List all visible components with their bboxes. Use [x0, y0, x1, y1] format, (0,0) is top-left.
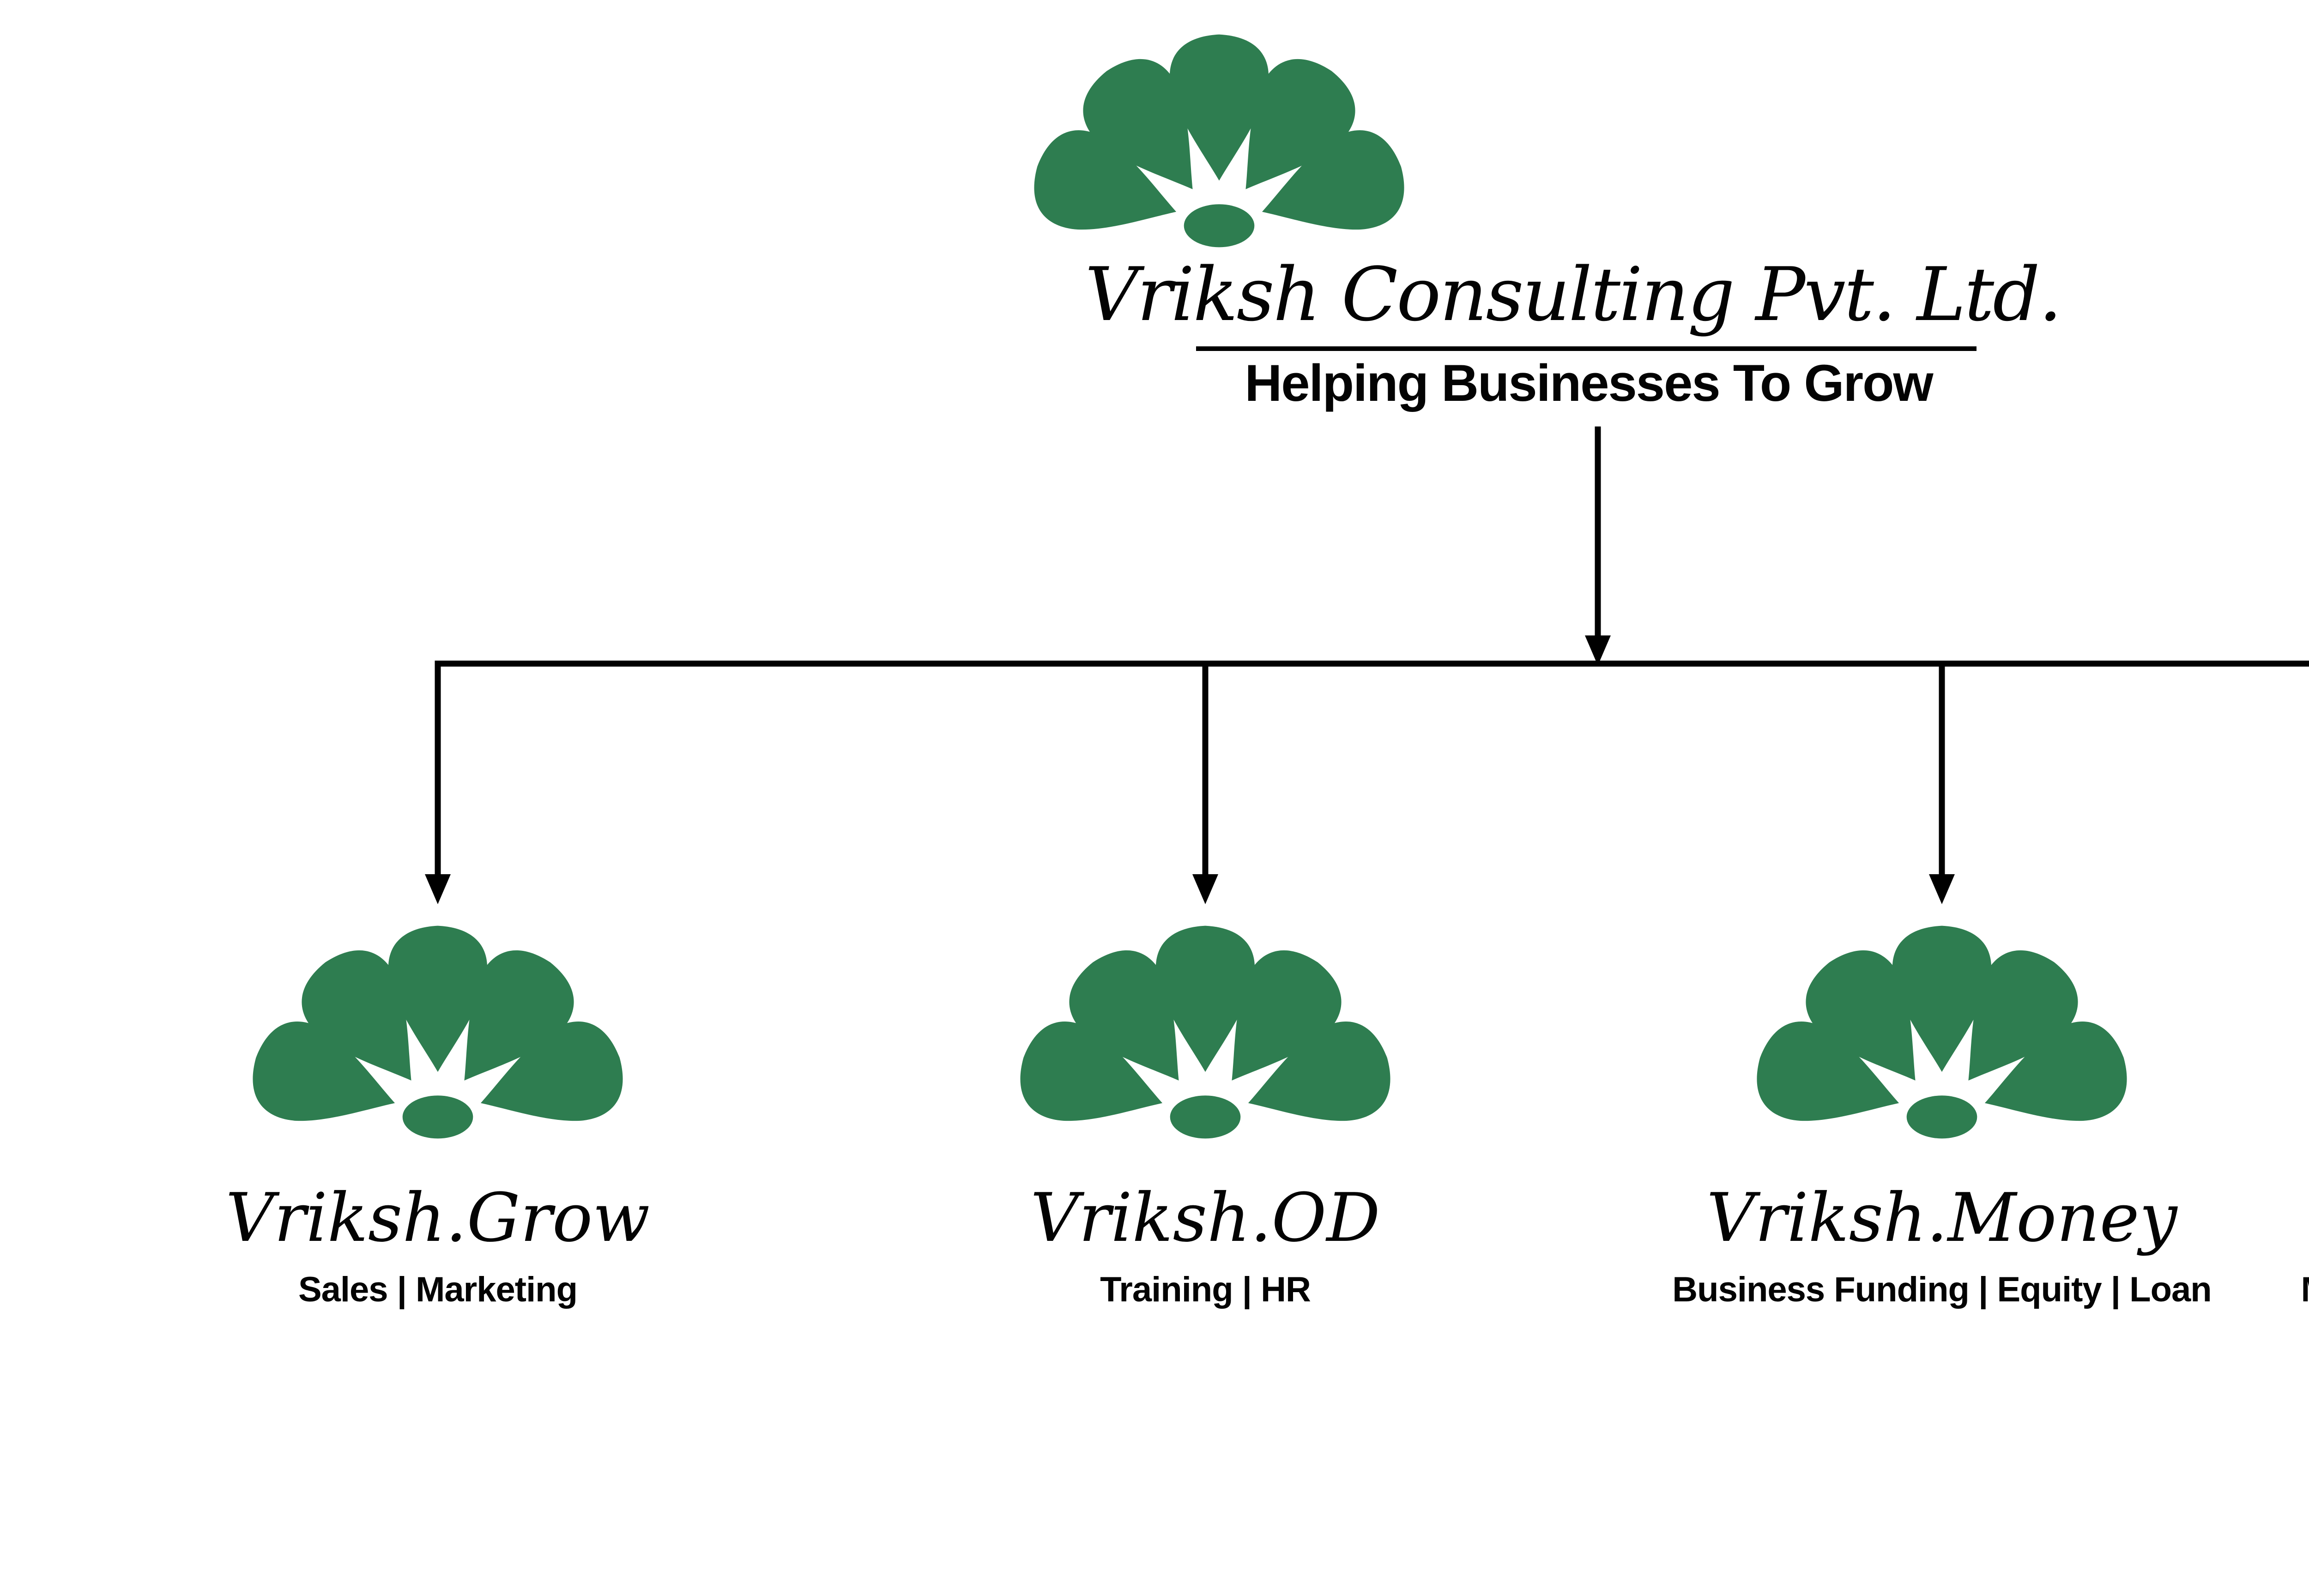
division-name: Vriksh.Grow [225, 1179, 650, 1257]
connector-branch2-arrowhead-icon [1192, 874, 1218, 904]
division-services: Business Funding | Equity | Loan [1672, 1270, 2212, 1309]
division-services: Training | HR [1100, 1270, 1311, 1309]
company-tagline: Helping Businesses To Grow [1245, 354, 1933, 412]
division-node-grow: Vriksh.Grow Sales | Marketing [31, 924, 844, 1307]
division-services: Sales | Marketing [298, 1270, 578, 1309]
division-node-money: Vriksh.Money Business Funding | Equity |… [1535, 924, 2309, 1307]
division-name: Vriksh.Money [1706, 1179, 2177, 1257]
division-logo-icon [241, 925, 635, 1141]
division-logo-icon [1008, 925, 1402, 1141]
company-name: Vriksh Consulting Pvt. Ltd. [1085, 251, 2062, 338]
division-name: Vriksh.OD [1030, 1179, 1380, 1257]
connector-branch3-arrowhead-icon [1929, 874, 1955, 904]
connector-parent-arrowhead-icon [1585, 635, 1611, 665]
division-logo-icon [1745, 925, 2139, 1141]
connector-branch1-arrowhead-icon [425, 874, 451, 904]
division-services: Market Survey | Web & App | Digital Mark… [2267, 1272, 2309, 1307]
division-name: Vriksh.Tech [2267, 1185, 2309, 1251]
title-underline-divider [1196, 346, 1977, 351]
division-node-od: Vriksh.OD Training | HR [799, 924, 1612, 1307]
division-node-tech: Vriksh.Tech Market Survey | Web & App | … [2267, 924, 2309, 1307]
